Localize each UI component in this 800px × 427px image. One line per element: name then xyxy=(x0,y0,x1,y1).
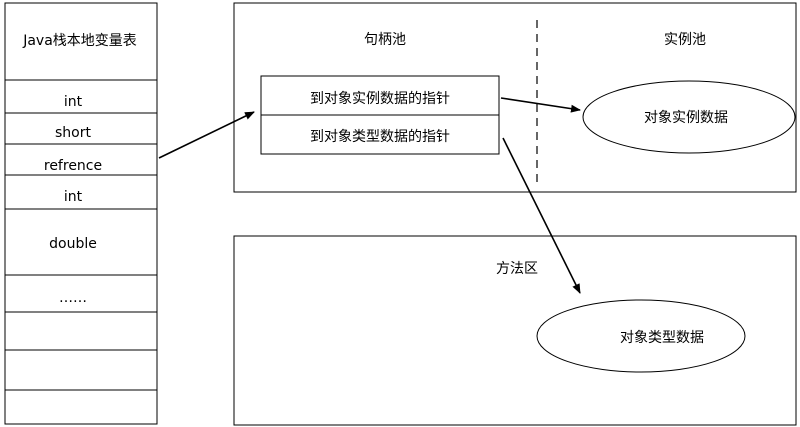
stack-row-label: double xyxy=(49,236,97,252)
handle-to-type-arrow xyxy=(502,137,581,294)
type-data-ellipse xyxy=(536,299,746,373)
stack-row-label: int xyxy=(64,94,83,110)
stack-row xyxy=(4,208,158,276)
instance-pointer-label: 到对象实例数据的指针 xyxy=(310,91,450,107)
handle-to-instance-arrow xyxy=(500,97,581,113)
stack-row-reference xyxy=(4,143,158,176)
stack-row xyxy=(4,311,158,351)
method-area-title: 方法区 xyxy=(496,261,538,277)
stack-table-title: Java栈本地变量表 xyxy=(22,33,137,49)
stack-row xyxy=(4,389,158,425)
stack-table-header xyxy=(4,2,158,81)
stack-row-label: int xyxy=(64,189,83,205)
stack-row-label: refrence xyxy=(44,158,102,174)
reference-to-handle-arrow xyxy=(158,111,255,159)
type-data-label: 对象类型数据 xyxy=(620,330,704,346)
stack-row xyxy=(4,349,158,391)
instance-data-label: 对象实例数据 xyxy=(644,110,728,126)
stack-local-variable-table: Java栈本地变量表 int short refrence int double… xyxy=(4,2,158,425)
instance-data-ellipse xyxy=(582,80,796,154)
handle-pool-title: 句柄池 xyxy=(364,32,406,48)
stack-row xyxy=(4,112,158,145)
method-area: 方法区 对象类型数据 xyxy=(233,235,797,426)
stack-row xyxy=(4,79,158,114)
instance-pool-title: 实例池 xyxy=(664,32,706,48)
type-pointer-label: 到对象类型数据的指针 xyxy=(310,129,450,145)
stack-row-label: …… xyxy=(59,290,87,306)
instance-pointer-cell xyxy=(260,75,500,116)
type-pointer-cell xyxy=(260,114,500,155)
stack-row-label: short xyxy=(55,125,91,141)
